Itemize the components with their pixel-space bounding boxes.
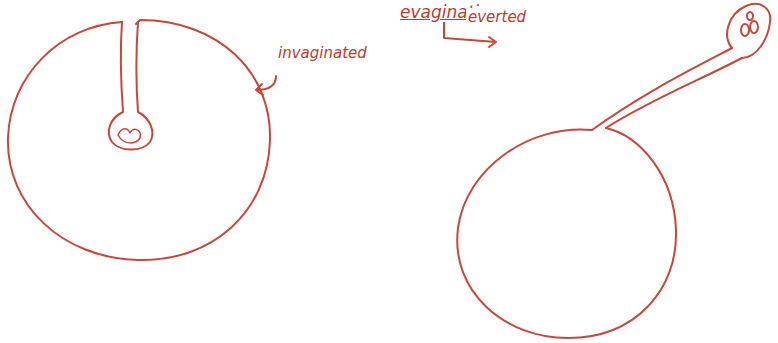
head-structure [747, 12, 753, 20]
state-label: everted [466, 8, 528, 26]
state-label: invaginated [276, 44, 369, 62]
invaginated-sphere [8, 20, 270, 260]
everted-sphere [457, 128, 676, 338]
everted-head [727, 4, 770, 58]
head-structure [750, 21, 758, 33]
invaginated-tube [109, 22, 153, 150]
everted-tube [592, 48, 742, 130]
head-structure [118, 129, 140, 143]
label-arrow [256, 76, 276, 95]
head-structure [741, 24, 749, 36]
